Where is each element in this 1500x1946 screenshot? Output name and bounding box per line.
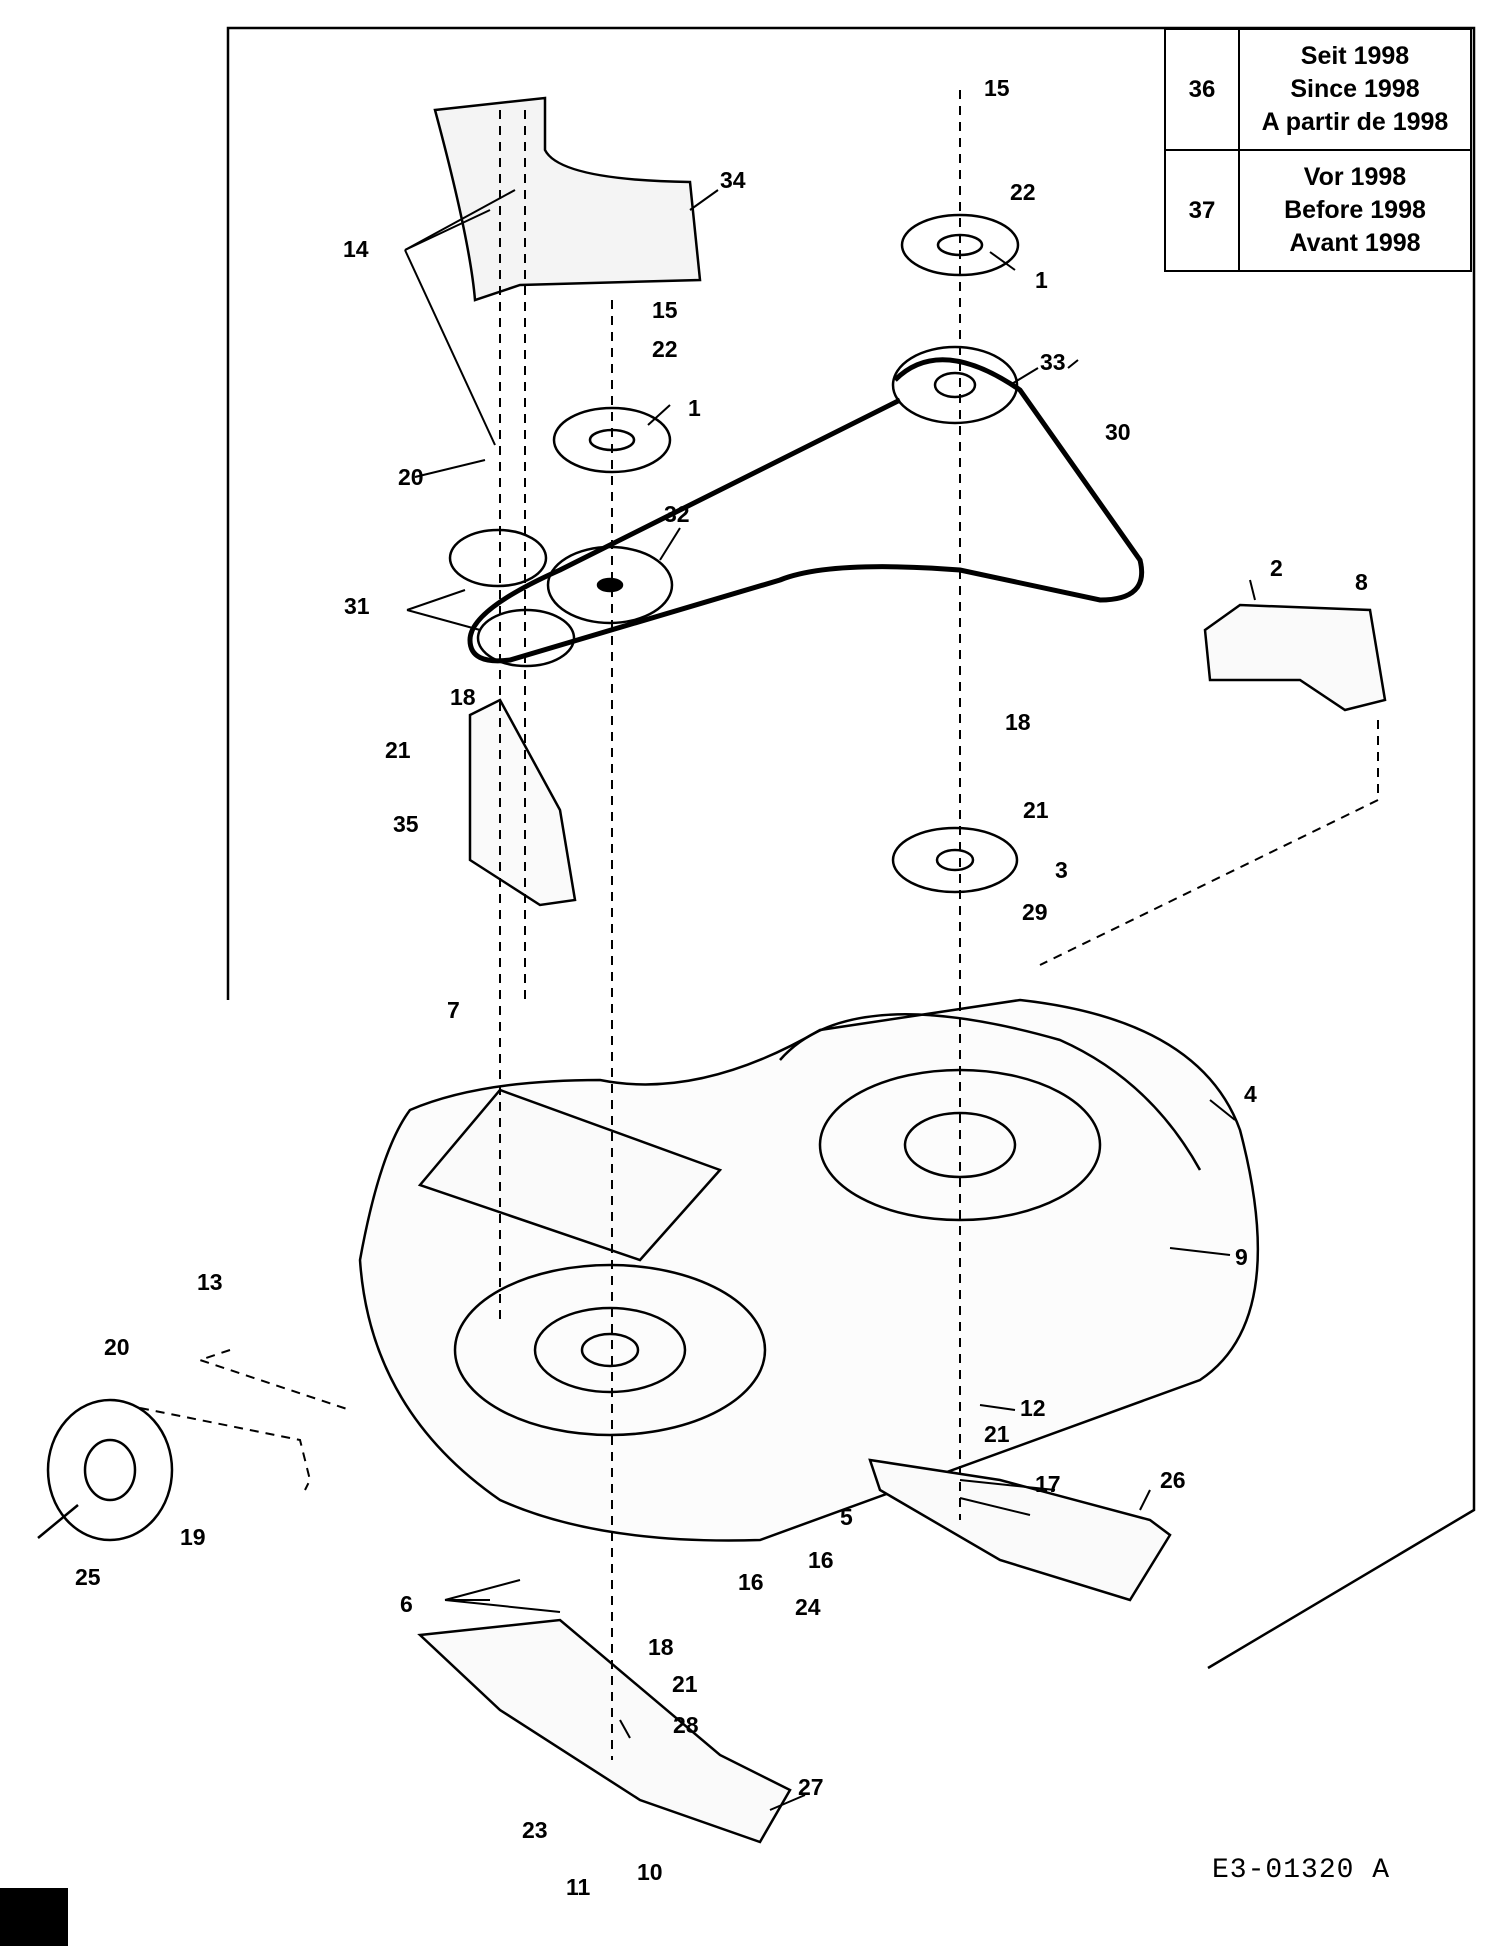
callout-35: 35: [393, 811, 419, 837]
callout-29: 29: [1022, 899, 1048, 925]
callout-27: 27: [798, 1774, 824, 1800]
legend-row-before-1998: 37 Vor 1998 Before 1998 Avant 1998: [1166, 151, 1470, 270]
belt-guard-9: [779, 1013, 1202, 1171]
callout-10: 10: [637, 1859, 663, 1885]
callout-21-right: 21: [1023, 797, 1049, 823]
callout-16-b: 16: [738, 1569, 764, 1595]
callout-12: 12: [1020, 1395, 1046, 1421]
callout-21-lower: 21: [672, 1671, 698, 1697]
callout-33: 33: [1040, 349, 1066, 375]
legend-line: Before 1998: [1284, 196, 1426, 224]
callout-19: 19: [180, 1524, 206, 1550]
callout-17: 17: [1035, 1471, 1061, 1497]
callout-34: 34: [720, 167, 746, 193]
axis-nut-13: [196, 1349, 351, 1411]
callout-32: 32: [664, 501, 690, 527]
frame-border: [226, 26, 1476, 1670]
mower-deck-4: [358, 998, 1260, 1542]
callout-24: 24: [795, 1594, 821, 1620]
diagram-code: E3-01320 A: [1212, 1855, 1390, 1886]
callout-11: 11: [566, 1874, 591, 1900]
legend-number: 36: [1166, 30, 1240, 149]
callout-18-right: 18: [1005, 709, 1031, 735]
deflector-bracket-2: [1203, 603, 1387, 712]
legend-number: 37: [1166, 151, 1240, 270]
callout-23: 23: [522, 1817, 548, 1843]
idler-bracket-35: [468, 698, 577, 907]
callout-18-upper: 18: [450, 684, 476, 710]
callout-20-upper: 20: [398, 464, 424, 490]
gauge-wheel-19: [37, 1398, 174, 1542]
callout-16-a: 16: [808, 1547, 834, 1573]
blade-27: [417, 1618, 792, 1844]
diagram-code-text: E3-01320 A: [1212, 1855, 1391, 1886]
callout-22-top: 22: [1010, 179, 1036, 205]
callout-7: 7: [447, 997, 460, 1023]
belt-cover: [433, 96, 702, 302]
legend-line: Avant 1998: [1289, 229, 1421, 257]
legend-line: Vor 1998: [1303, 163, 1407, 191]
drive-pulley-33: [891, 345, 1019, 425]
callout-1-top: 1: [1035, 267, 1048, 293]
callout-28: 28: [673, 1712, 699, 1738]
axis-bracket-2: [1039, 720, 1379, 966]
callout-15-mid: 15: [652, 297, 678, 323]
callout-21-deck: 21: [984, 1421, 1010, 1447]
callout-3: 3: [1055, 857, 1068, 883]
callout-14: 14: [343, 236, 369, 262]
legend-description: Seit 1998 Since 1998 A partir de 1998: [1240, 30, 1470, 149]
callout-31: 31: [344, 593, 370, 619]
callout-2: 2: [1270, 555, 1283, 581]
callout-20-wheel: 20: [104, 1334, 130, 1360]
callout-13: 13: [197, 1269, 223, 1295]
spindle-pulley-32: [546, 545, 674, 625]
legend-table: 36 Seit 1998 Since 1998 A partir de 1998…: [1164, 28, 1472, 272]
callout-25: 25: [75, 1564, 101, 1590]
legend-description: Vor 1998 Before 1998 Avant 1998: [1240, 151, 1470, 270]
callout-18-lower: 18: [648, 1634, 674, 1660]
spindle-housing-3: [891, 826, 1019, 894]
legend-line: A partir de 1998: [1261, 108, 1449, 136]
callout-4: 4: [1244, 1081, 1257, 1107]
callout-5: 5: [840, 1504, 853, 1530]
legend-line: Since 1998: [1290, 75, 1420, 103]
callout-21-upper: 21: [385, 737, 411, 763]
blade-26: [868, 1458, 1172, 1602]
callout-9: 9: [1235, 1244, 1248, 1270]
callout-22-mid: 22: [652, 336, 678, 362]
callout-26: 26: [1160, 1467, 1186, 1493]
deck-spindle-left: [453, 1263, 767, 1437]
axis-wheel: [139, 1407, 312, 1491]
callout-1-mid: 1: [688, 395, 701, 421]
callout-15-top: 15: [984, 75, 1010, 101]
legend-line: Seit 1998: [1300, 42, 1410, 70]
legend-row-since-1998: 36 Seit 1998 Since 1998 A partir de 1998: [1166, 30, 1470, 151]
callout-30: 30: [1105, 419, 1131, 445]
callout-6: 6: [400, 1591, 413, 1617]
callout-8: 8: [1355, 569, 1368, 595]
corner-marker: [0, 1888, 68, 1946]
discharge-chute: [417, 1088, 723, 1262]
idler-pulley-left: [552, 406, 672, 474]
